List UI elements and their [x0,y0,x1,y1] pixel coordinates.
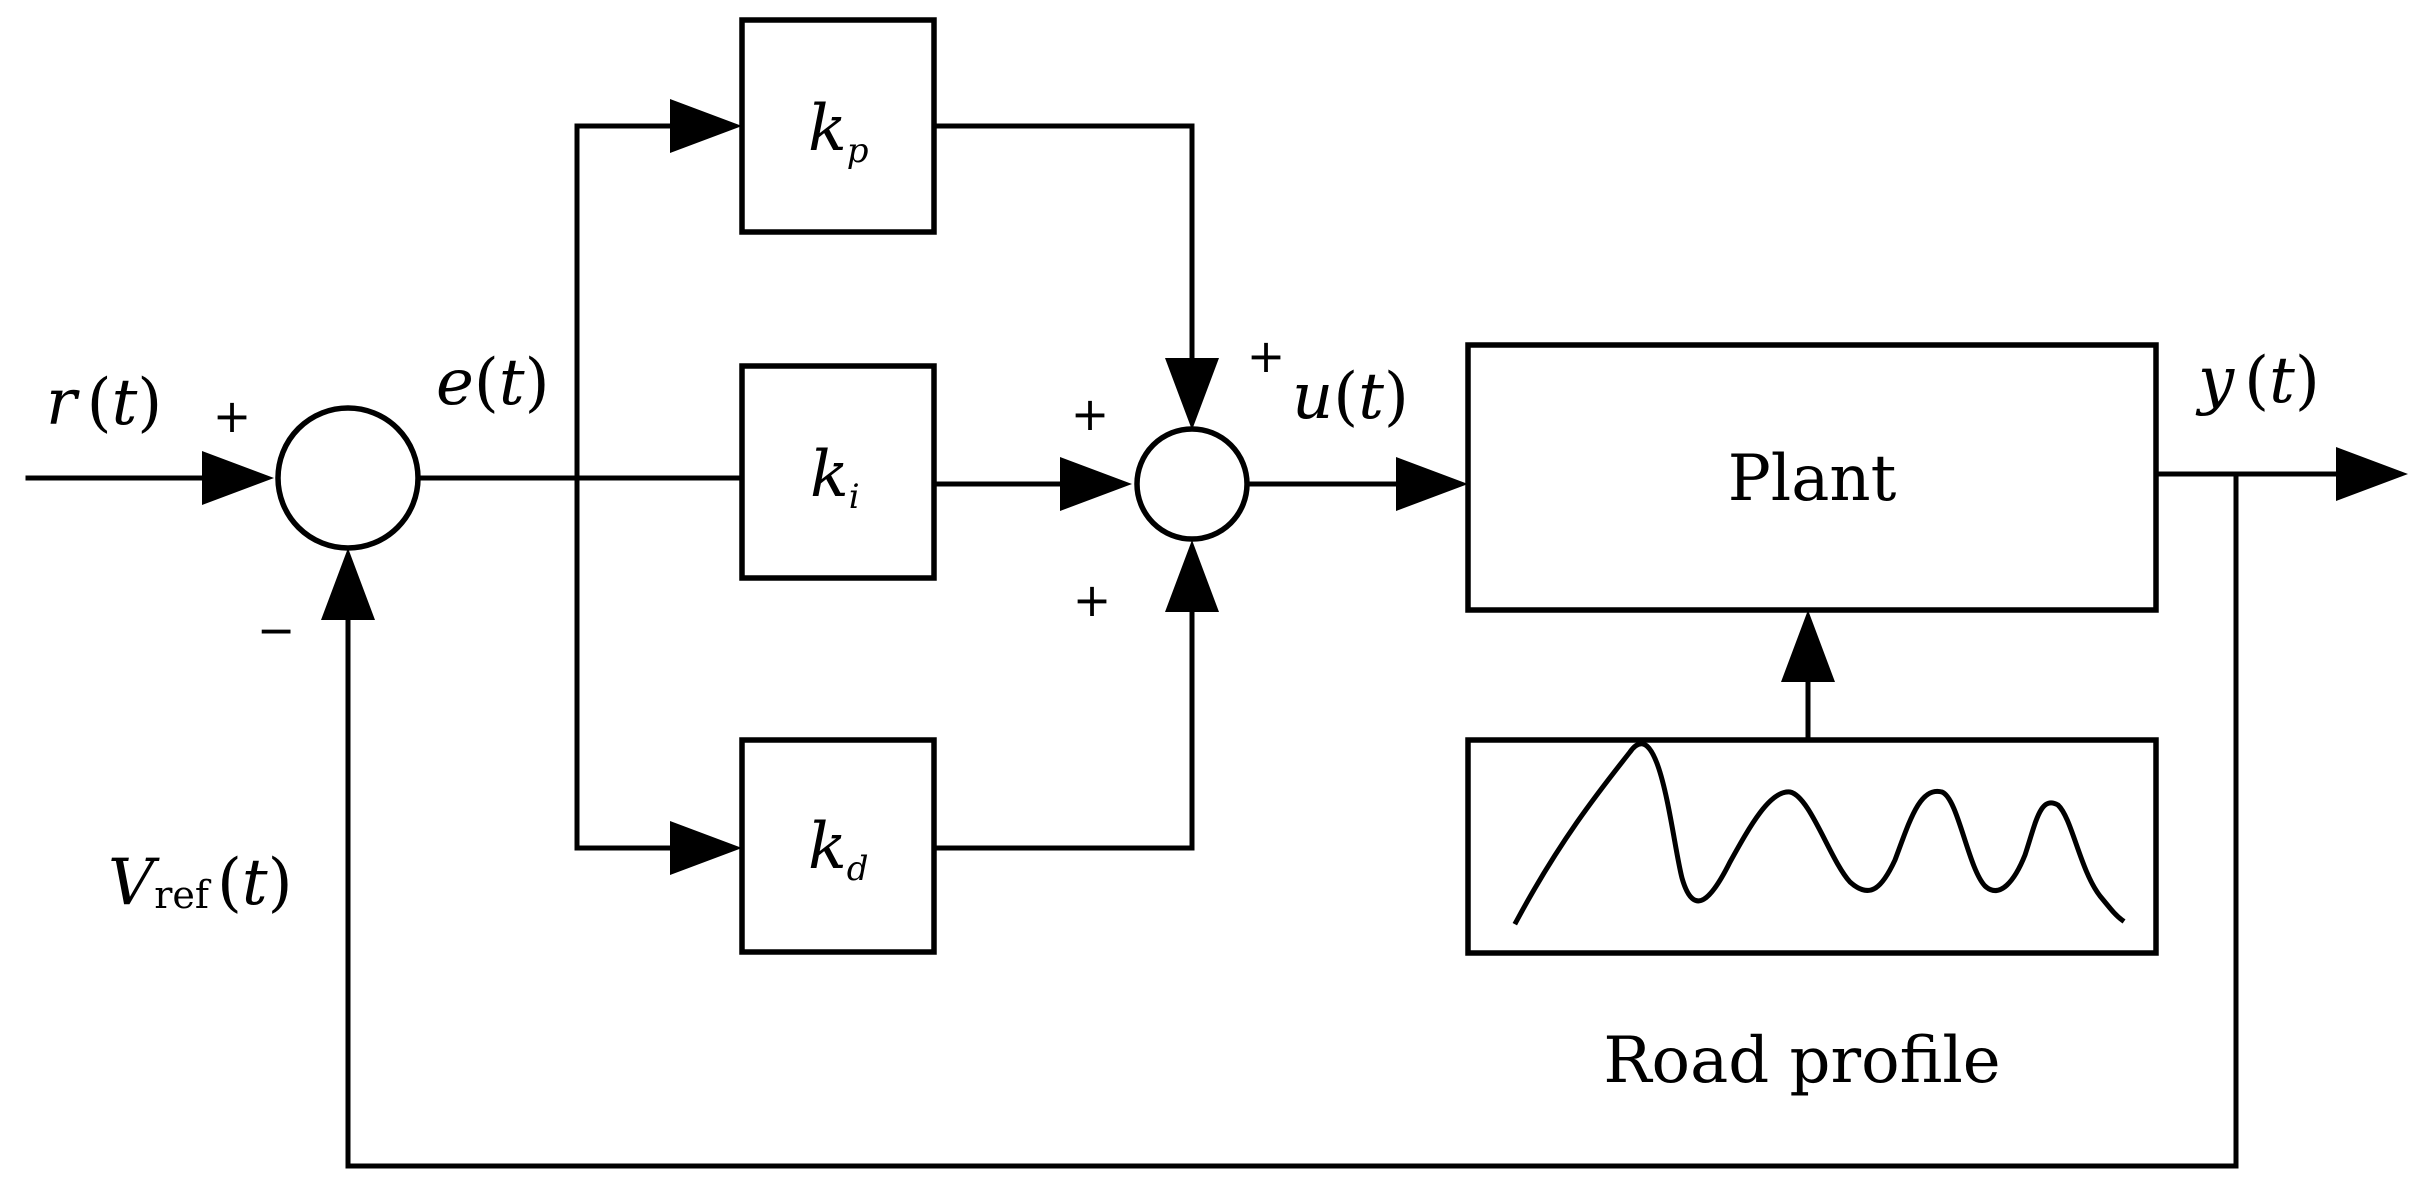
kd-subscript: d [847,849,869,889]
signal-u-label: u(t) [1292,360,1409,434]
arrowhead-road-into-plant [1781,610,1835,682]
u-open-paren: ( [1333,360,1358,434]
ki-label: ki [810,438,860,517]
block-road-profile [1465,737,2159,956]
ki-subscript: i [849,477,860,517]
r-t-symbol: t [112,366,138,440]
sign-plus-ki: + [1071,387,1110,441]
v-t-symbol: t [242,846,268,920]
signal-vref-label: Vref(t) [108,846,293,920]
arrowheads [202,99,2408,875]
kp-k-text: k [808,92,847,166]
arrowhead-kd-into-sum2 [1165,540,1219,612]
kp-label: kp [808,92,869,171]
kp-subscript: p [847,131,869,171]
block-ki [739,363,937,581]
kd-label: kd [808,810,869,889]
sign-minus-feedback: − [257,603,296,657]
r-open-paren: ( [87,366,112,440]
u-symbol: u [1292,360,1333,434]
summing-junction-error [275,405,421,551]
v-close-paren: ) [268,846,293,920]
arrowhead-feedback-into-sum1 [321,548,375,620]
arrowhead-kp-into-sum2 [1165,358,1219,430]
sign-plus-r: + [213,389,252,443]
arrowhead-into-kp [670,99,742,153]
arrowhead-into-sum1 [202,451,274,505]
sign-plus-kd: + [1073,573,1112,627]
ki-k-text: k [810,438,849,512]
signal-lines [25,123,2343,1169]
y-symbol: y [2195,344,2235,418]
y-t-symbol: t [2269,344,2295,418]
e-t-symbol: t [499,346,525,420]
signal-e-label: e(t) [436,346,550,420]
block-plant [1465,342,2159,613]
e-open-paren: ( [474,346,499,420]
arrowhead-ki-into-sum2 [1060,457,1132,511]
e-symbol: e [436,346,474,420]
arrowhead-into-plant [1396,457,1468,511]
e-close-paren: ) [525,346,550,420]
block-kp [739,17,937,235]
arrowhead-into-kd [670,821,742,875]
block-kd [739,737,937,955]
sign-plus-kp: + [1247,329,1286,383]
y-close-paren: ) [2295,344,2320,418]
v-open-paren: ( [217,846,242,920]
v-symbol: V [108,846,160,920]
u-t-symbol: t [1358,360,1384,434]
u-close-paren: ) [1384,360,1409,434]
y-open-paren: ( [2244,344,2269,418]
signal-y-label: y(t) [2195,344,2320,418]
plant-label: Plant [1728,442,1897,516]
road-profile-label: Road profile [1603,1024,2000,1098]
signal-r-label: r(t) [46,366,162,440]
r-symbol: r [46,366,80,440]
kd-k-text: k [808,810,847,884]
road-profile-waveform [1512,741,2126,926]
summing-junction-control [1134,426,1250,542]
r-close-paren: ) [137,366,162,440]
arrowhead-output-y [2336,447,2408,501]
v-subscript-ref: ref [154,873,212,917]
